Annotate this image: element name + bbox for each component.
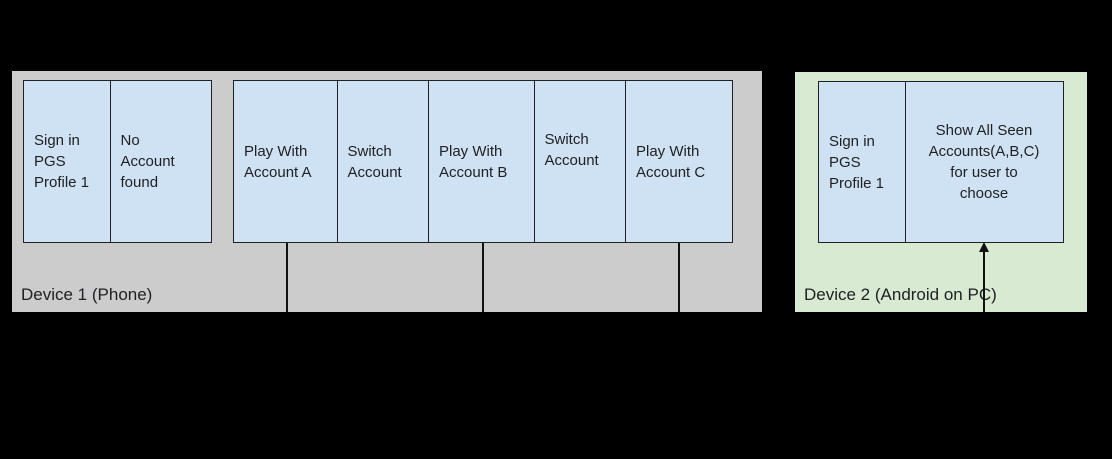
show-accounts-arrow-head-icon	[979, 242, 989, 252]
device2-signin-text: Sign in PGS Profile 1	[829, 132, 885, 192]
device1-play-account-b-text: Play With Account B	[439, 142, 508, 181]
device1-play-account-c-text: Play With Account C	[636, 142, 706, 181]
device1-play-switch-group: Play With Account A Switch Account Play …	[233, 80, 733, 243]
device1-play-account-a-box: Play With Account A	[233, 80, 338, 243]
device1-no-account-text: No Account found	[120, 132, 175, 191]
connector-line-play-b	[482, 243, 484, 312]
connector-line-play-c	[678, 243, 680, 312]
show-accounts-arrow-line	[983, 248, 985, 312]
connector-line-play-a	[286, 243, 288, 312]
device1-switch-account-2-box: Switch Account	[533, 80, 627, 243]
device2-show-accounts-text: Show All Seen Accounts(A,B,C) for user t…	[928, 122, 1040, 202]
device1-play-account-b-box: Play With Account B	[428, 80, 535, 243]
device1-switch-account-1-box: Switch Account	[336, 80, 430, 243]
device1-switch-account-2-text: Switch Account	[544, 130, 599, 169]
device2-show-accounts-box: Show All Seen Accounts(A,B,C) for user t…	[904, 81, 1064, 243]
device1-signin-box: Sign in PGS Profile 1	[23, 80, 111, 243]
device2-signin-group: Sign in PGS Profile 1 Show All Seen Acco…	[818, 81, 1064, 243]
device1-label: Device 1 (Phone)	[21, 285, 153, 304]
device1-signin-group: Sign in PGS Profile 1 No Account found	[23, 80, 212, 243]
device1-play-account-c-box: Play With Account C	[625, 80, 733, 243]
device1-signin-text: Sign in PGS Profile 1	[34, 132, 90, 191]
device1-no-account-box: No Account found	[109, 80, 212, 243]
device1-play-account-a-text: Play With Account A	[244, 142, 312, 181]
device1-switch-account-1-text: Switch Account	[347, 142, 402, 181]
device2-label: Device 2 (Android on PC)	[804, 285, 997, 304]
device2-signin-box: Sign in PGS Profile 1	[818, 81, 906, 243]
